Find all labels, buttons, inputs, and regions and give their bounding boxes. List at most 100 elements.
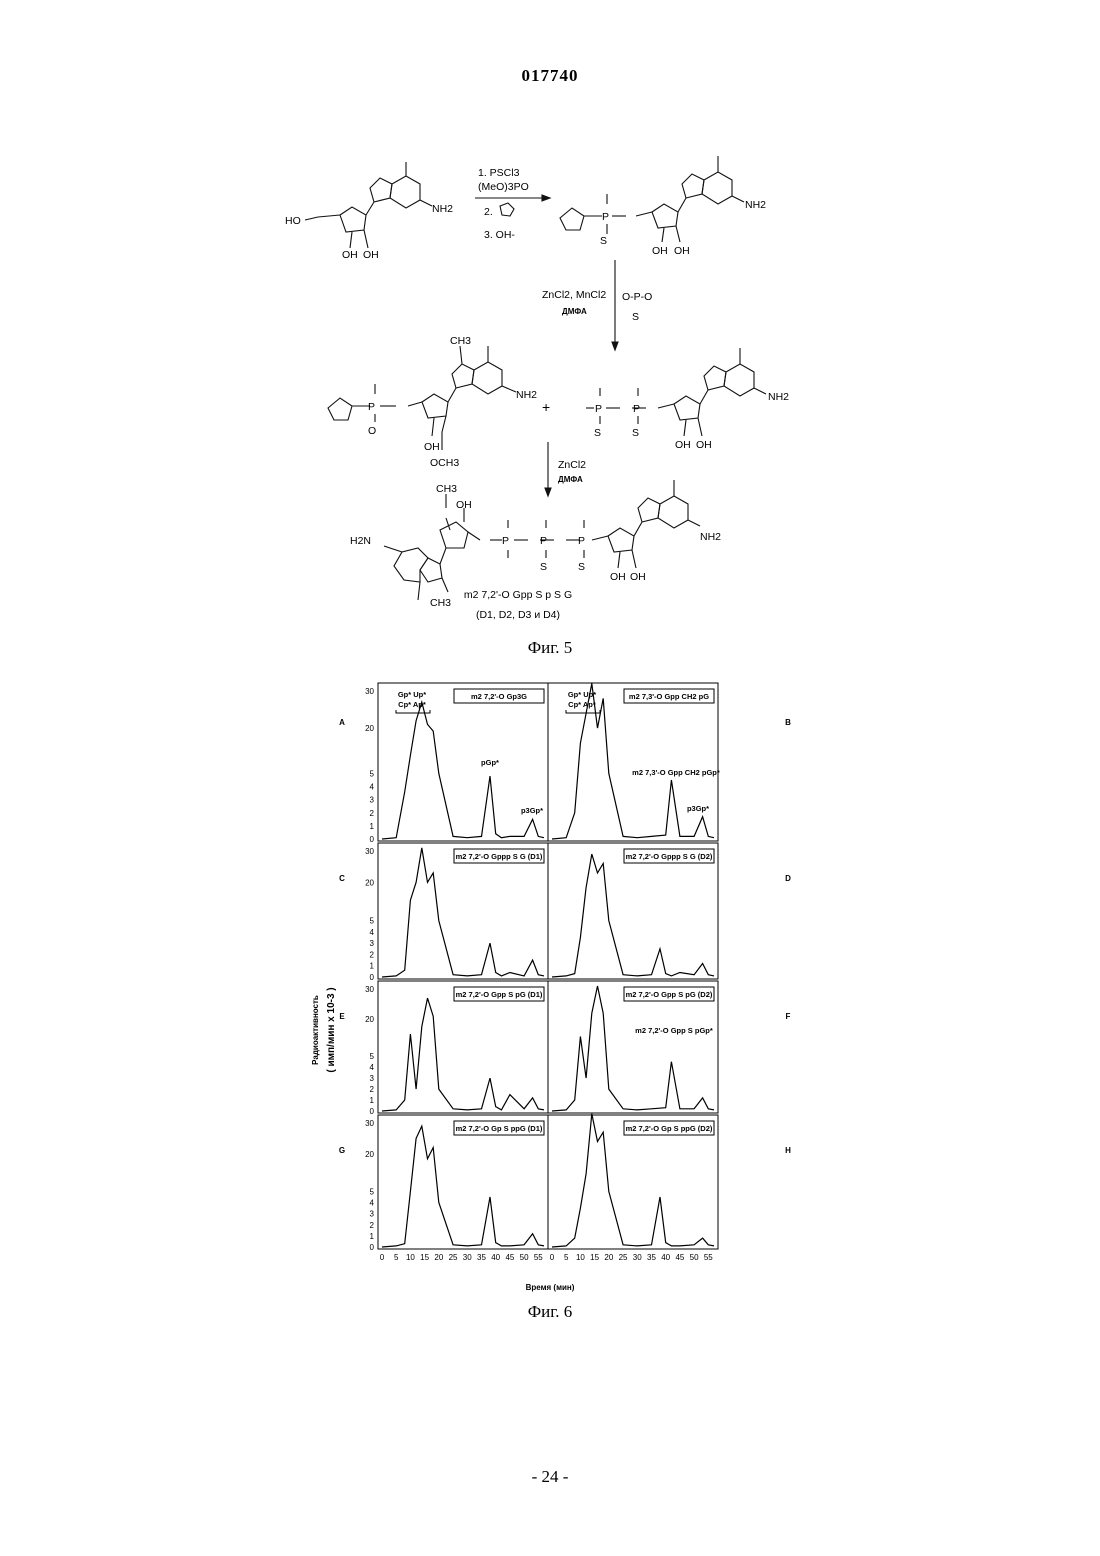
imidazolide-guanosine-structure — [560, 156, 744, 242]
atom-label: P — [633, 403, 640, 415]
x-tick-label: 30 — [463, 1253, 472, 1262]
panel-letter-f: F — [786, 1012, 791, 1021]
x-tick-label: 50 — [690, 1253, 699, 1262]
y-tick-label: 5 — [370, 1052, 375, 1061]
y-tick-label: 20 — [365, 1015, 374, 1024]
x-tick-label: 0 — [550, 1253, 555, 1262]
atom-label: OH — [674, 245, 690, 257]
chromatogram-trace — [382, 998, 544, 1111]
atom-label: OH — [424, 441, 440, 453]
y-tick-label: 1 — [370, 822, 375, 831]
atom-label: OH — [675, 439, 691, 451]
bracket-label: Gp* Up* — [398, 690, 426, 699]
x-tick-label: 55 — [534, 1253, 543, 1262]
y-tick-label: 3 — [370, 939, 375, 948]
chromatogram-trace — [552, 986, 714, 1111]
y-tick-label: 2 — [370, 1085, 375, 1094]
atom-label: S — [632, 311, 639, 323]
legend-label: m2 7,2'-O Gp S ppG (D1) — [456, 1124, 543, 1133]
y-axis-title: Радиоактивность — [311, 995, 320, 1065]
x-tick-label: 50 — [520, 1253, 529, 1262]
atom-label: O-P-O — [622, 291, 652, 303]
y-tick-label: 1 — [370, 1232, 375, 1241]
y-tick-label: 20 — [365, 724, 374, 733]
reagent-label: ДМФА — [562, 307, 587, 316]
imidazole-ring — [500, 203, 514, 216]
bracket-label: Cp* Ap* — [568, 700, 596, 709]
x-tick-label: 45 — [675, 1253, 684, 1262]
reagent-label: ZnCl2, MnCl2 — [542, 289, 606, 301]
panel-letter-g: G — [339, 1146, 345, 1155]
atom-label: CH3 — [430, 597, 451, 609]
y-tick-label: 4 — [370, 783, 375, 792]
legend-label: m2 7,2'-O Gpp S pG (D1) — [456, 990, 543, 999]
y-axis-units: ( имп/мин x 10-3 ) — [326, 987, 337, 1072]
thiodiphosphate-guanosine-structure — [586, 348, 766, 436]
atom-label: OH — [363, 249, 379, 261]
atom-label: P — [368, 401, 375, 413]
y-tick-label: 3 — [370, 1210, 375, 1219]
legend-label: m2 7,2'-O Gppp S G (D2) — [626, 852, 713, 861]
chromatogram-trace — [382, 702, 544, 839]
panel-letter-d: D — [785, 874, 791, 883]
atom-label: S — [578, 561, 585, 573]
atom-label: H2N — [350, 535, 371, 547]
x-tick-label: 45 — [505, 1253, 514, 1262]
y-tick-label: 30 — [365, 1119, 374, 1128]
panel-letter-e: E — [339, 1012, 345, 1021]
x-tick-label: 20 — [604, 1253, 613, 1262]
legend-label: m2 7,3'-O Gpp CH2 pG — [629, 692, 709, 701]
x-axis-title: Время (мин) — [526, 1283, 575, 1292]
x-tick-label: 15 — [420, 1253, 429, 1262]
x-tick-label: 40 — [661, 1253, 670, 1262]
y-tick-label: 0 — [370, 973, 375, 982]
atom-label: OH — [610, 571, 626, 583]
atom-label: CH3 — [450, 335, 471, 347]
y-tick-label: 5 — [370, 1187, 375, 1196]
x-tick-label: 5 — [564, 1253, 569, 1262]
page-footer-number: - 24 - — [0, 1467, 1100, 1487]
product-name: m2 7,2'-O Gpp S p S G — [464, 589, 572, 601]
atom-label: NH2 — [432, 203, 453, 215]
y-tick-label: 2 — [370, 809, 375, 818]
atom-label: S — [600, 235, 607, 247]
atom-label: OH — [696, 439, 712, 451]
panel-letter-a: A — [339, 718, 345, 727]
chromatogram-trace — [552, 854, 714, 977]
y-tick-label: 5 — [370, 769, 375, 778]
guanosine-structure — [305, 162, 432, 248]
hplc-chromatogram-grid: 0123452030m2 7,2'-O Gp3GGp* Up*Cp* Ap*pG… — [300, 675, 820, 1300]
atom-label: O — [368, 425, 376, 437]
y-tick-label: 0 — [370, 1107, 375, 1116]
x-tick-label: 35 — [477, 1253, 486, 1262]
x-tick-label: 0 — [380, 1253, 385, 1262]
atom-label: NH2 — [516, 389, 537, 401]
y-tick-label: 0 — [370, 835, 375, 844]
atom-label: P — [595, 403, 602, 415]
atom-label: S — [540, 561, 547, 573]
atom-label: OH — [456, 499, 472, 511]
y-tick-label: 1 — [370, 1096, 375, 1105]
atom-label: S — [594, 427, 601, 439]
legend-label: m2 7,2'-O Gppp S G (D1) — [456, 852, 543, 861]
peak-annotation: p3Gp* — [687, 804, 709, 813]
atom-label: OCH3 — [430, 457, 459, 469]
panel-letter-b: B — [785, 718, 791, 727]
x-tick-label: 20 — [434, 1253, 443, 1262]
document-number: 017740 — [0, 66, 1100, 86]
reaction-scheme: HO OH OH NH2 1. PSCl3 (MeO)3PO 2. 3. OH-… — [280, 120, 840, 635]
legend-label: m2 7,2'-O Gpp S pG (D2) — [626, 990, 713, 999]
legend-label: m2 7,2'-O Gp S ppG (D2) — [626, 1124, 713, 1133]
bracket — [396, 710, 430, 713]
atom-label: OH — [652, 245, 668, 257]
reagent-label: 2. — [484, 206, 493, 218]
atom-label: OH — [630, 571, 646, 583]
reagent-label: ZnCl2 — [558, 459, 586, 471]
atom-label: P — [578, 535, 585, 547]
y-tick-label: 30 — [365, 687, 374, 696]
y-tick-label: 30 — [365, 847, 374, 856]
x-tick-label: 35 — [647, 1253, 656, 1262]
reagent-label: 1. PSCl3 — [478, 167, 520, 179]
y-tick-label: 3 — [370, 1074, 375, 1083]
y-tick-label: 3 — [370, 796, 375, 805]
